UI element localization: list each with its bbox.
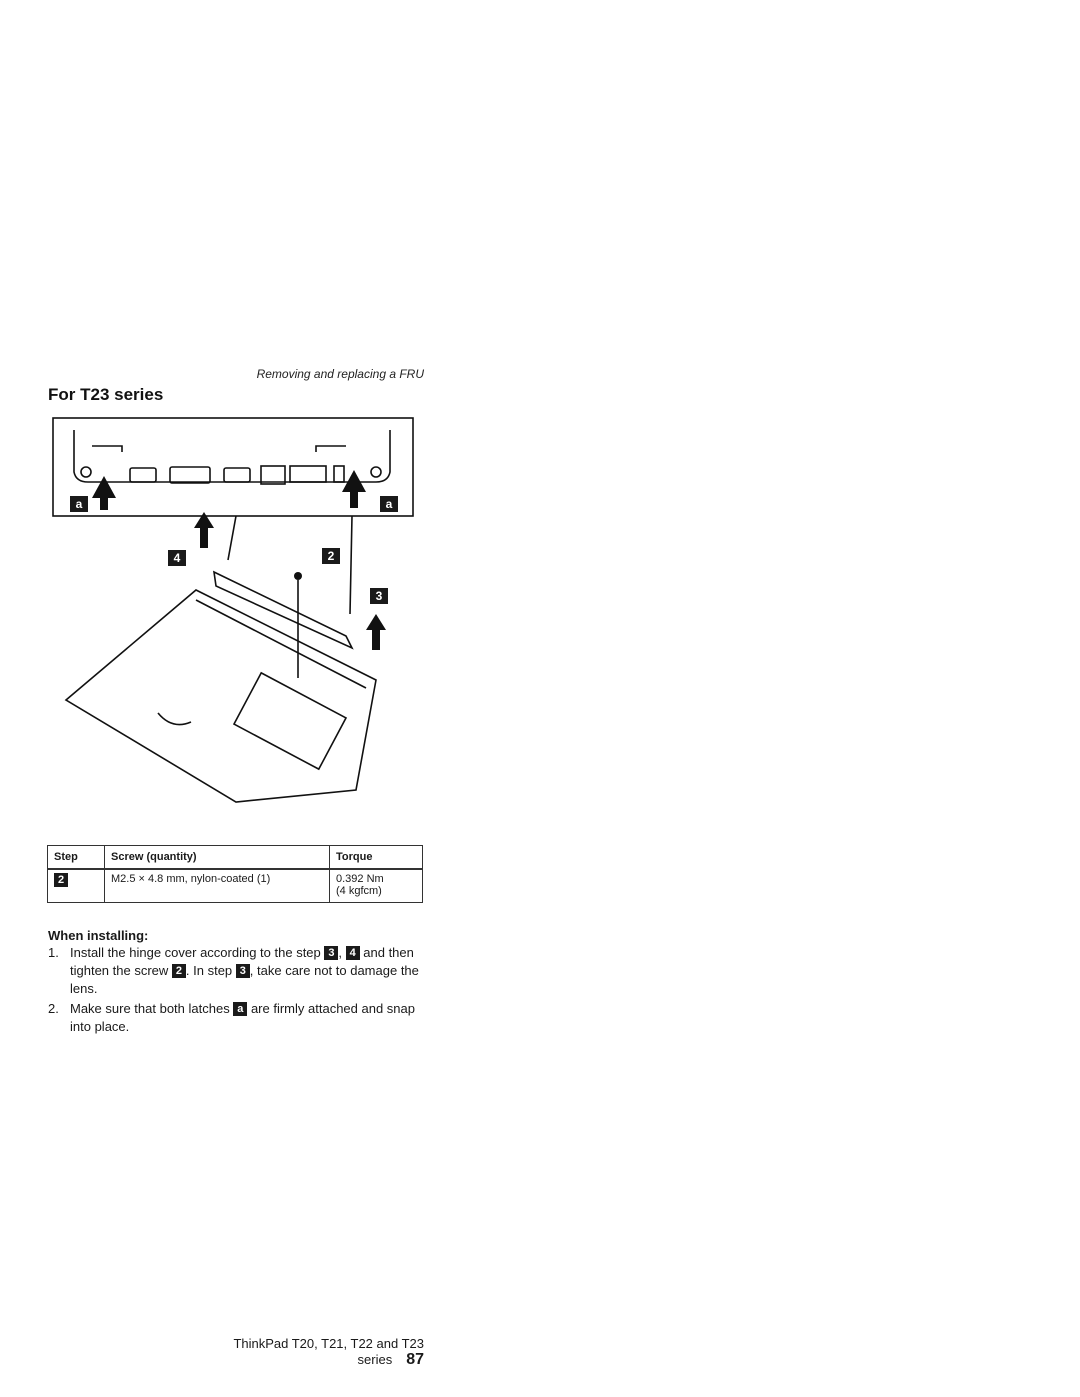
list-number: 2. [48,1001,59,1016]
latch-left-icon [80,466,92,478]
laptop-base-outline [64,589,377,803]
leader-lines [227,515,353,615]
cell-torque: 0.392 Nm (4 kgfcm) [329,868,423,903]
hinge-cover-removal-figure: a a 4 2 3 [46,410,430,830]
screw-icon [294,572,302,580]
section-title: For T23 series [48,385,164,404]
list-item: 1. Install the hinge cover according to … [48,944,423,998]
step-text: . In step [185,963,233,978]
laptop-rear-body [73,430,391,483]
callout-3-badge: 3 [324,946,339,960]
hinge-cover-part [212,570,354,650]
step-separator: , [338,945,343,960]
callout-badge-2 [322,548,340,564]
step-text: , take care not to damage the lens. [70,963,419,996]
header-step: Step [47,845,105,870]
rear-view-inset-frame [52,417,414,517]
when-installing-heading: When installing: [48,928,149,943]
table-row: 2 M2.5 × 4.8 mm, nylon-coated (1) 0.392 … [47,868,423,903]
torque-nm: 0.392 Nm [336,873,384,885]
latch-arrow-left-icon [92,476,116,510]
callout-badge-a-left [70,496,88,512]
vent-panel-area [232,671,348,771]
lift-arrow-3-icon [366,614,386,650]
callout-label-4: 4 [174,551,181,565]
callout-2-badge: 2 [171,964,186,978]
torque-kgfcm: (4 kgfcm) [336,885,382,897]
screw-torque-table: Step Screw (quantity) Torque 2 M2.5 × 4.… [47,845,423,903]
ps2-ports-icon [260,465,286,485]
callout-label-3: 3 [376,589,383,603]
network-ports-icon [289,465,327,483]
callout-label-a-right: a [386,497,393,511]
step-text: and then tighten the screw [70,945,414,978]
callout-label-a-left: a [76,497,83,511]
cell-step: 2 [47,868,105,903]
hinge-cover-illustration: a a 4 2 3 [52,417,414,803]
step-text: Make sure that both latches [70,1001,230,1016]
step-text: Install the hinge cover according to the… [70,945,321,960]
vga-port-icon [223,467,251,483]
serial-port-icon [129,467,157,483]
footer-title: ThinkPad T20, T21, T22 and T23 series [233,1336,424,1367]
latch-arrow-right-icon [342,470,366,508]
callout-4-badge: 4 [345,946,360,960]
page-number: 87 [406,1351,424,1368]
hinge-edge-line [195,599,367,689]
callout-3-badge: 3 [235,964,250,978]
step-text: are firmly attached and snap into place. [70,1001,415,1034]
callout-a-badge: a [233,1002,248,1016]
callout-label-2: 2 [328,549,335,563]
cell-screw: M2.5 × 4.8 mm, nylon-coated (1) [104,868,330,903]
power-jack-icon [333,465,345,483]
latch-right-icon [370,466,382,478]
list-number: 1. [48,945,59,960]
callout-badge-a-right [380,496,398,512]
installation-steps: 1. Install the hinge cover according to … [48,944,423,1038]
callout-badge-4 [168,550,186,566]
header-torque: Torque [329,845,423,870]
palmrest-curve [157,712,192,726]
table-header-row: Step Screw (quantity) Torque [47,845,423,870]
hinge-outline [92,445,346,452]
header-screw-quantity: Screw (quantity) [104,845,330,870]
step-callout-badge: 2 [54,873,68,887]
lift-arrow-4-icon [194,512,214,548]
callout-badge-3 [370,588,388,604]
running-head: Removing and replacing a FRU [256,367,424,381]
parallel-port-icon [169,466,211,484]
list-item: 2. Make sure that both latches a are fir… [48,1000,423,1036]
